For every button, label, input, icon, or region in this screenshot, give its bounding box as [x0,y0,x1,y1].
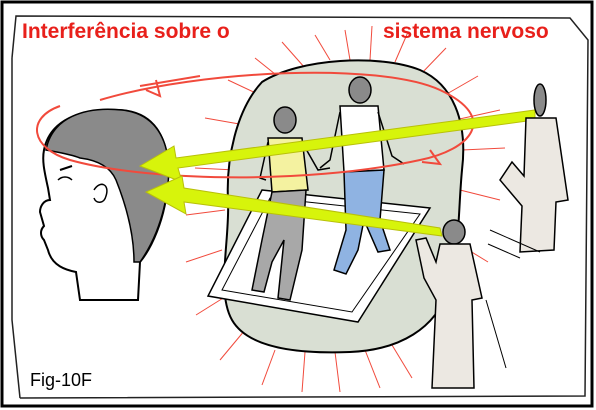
orbit-arrow [36,71,475,179]
standing-figure-bottom [415,219,507,389]
title-right: sistema nervoso [383,20,549,43]
influence-arrows [138,109,536,237]
head-profile [38,108,170,301]
title-left: Interferência sobre o [22,20,230,43]
inner-sketch-frame [11,15,589,399]
standing-figure-top [487,83,569,259]
figure-label: Fig-10F [30,370,93,390]
hair [45,108,170,263]
